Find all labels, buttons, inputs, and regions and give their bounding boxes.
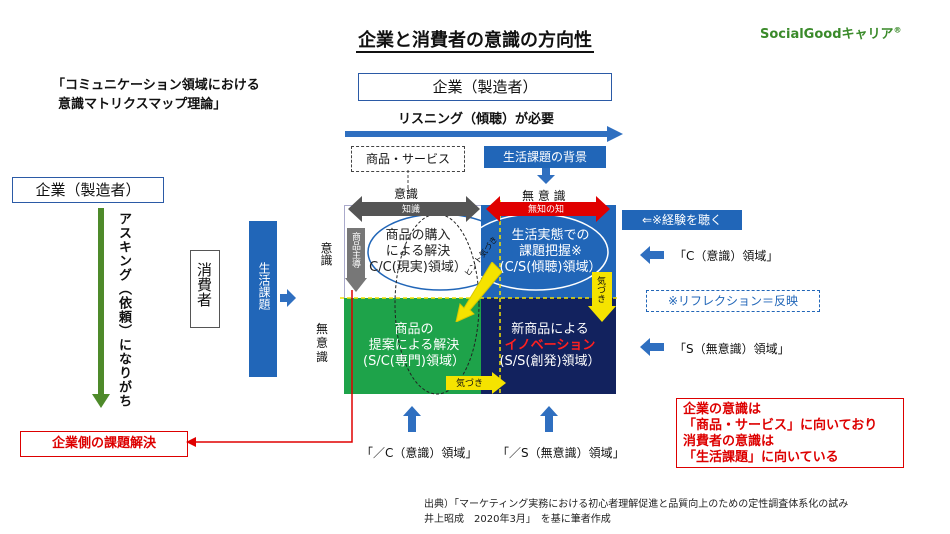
source-citation: 出典）「マーケティング実務における初心者理解促進と品質向上のための定性調査体系化… <box>424 499 849 525</box>
listen-experience-box: ⇐※経験を聴く <box>622 210 742 230</box>
unknown-arrow <box>486 196 610 222</box>
consumer-label: 消費者 <box>195 262 213 307</box>
reflection-box: ※リフレクション＝反映 <box>646 290 820 312</box>
conclusion-note: 企業の意識は 「商品・サービス」に向いており 消費者の意識は 「生活課題」に向い… <box>676 398 904 468</box>
row-conscious-label: 意識 <box>319 242 333 266</box>
product-led-arrow <box>345 228 367 292</box>
goods-dashed-line <box>407 170 409 194</box>
company-left-box: 企業（製造者） <box>12 177 164 203</box>
knowledge-arrow <box>348 196 480 222</box>
conscious-header: 意識 <box>394 187 419 201</box>
bottom-c-arrow <box>403 406 421 432</box>
asking-label: アスキング（依頼）になりがち <box>116 212 131 408</box>
goods-services-box: 商品・サービス <box>351 146 465 172</box>
unconscious-header: 無 意 識 <box>522 189 566 203</box>
bottom-s-label: 「／S（無意識）領域」 <box>497 446 625 460</box>
unknown-label: 無知の知 <box>528 205 565 215</box>
notice-bottom-arrow <box>446 372 506 394</box>
listening-label: リスニング（傾聴）が必要 <box>398 112 555 127</box>
hint-arrow <box>455 262 502 322</box>
company-top-box: 企業（製造者） <box>358 73 612 101</box>
brand-logo: SocialGoodキャリア® <box>760 25 902 42</box>
bottom-c-label: 「／C（意識）領域」 <box>361 446 478 460</box>
right-c-label: 「C（意識）領域」 <box>674 249 779 263</box>
product-led-label: 商品主導 <box>350 232 360 268</box>
page-title: 企業と消費者の意識の方向性 <box>356 30 594 53</box>
quadrant-sc-text: 商品の提案による解決(S/C(専門)領域） <box>363 322 465 369</box>
life-issue-right-arrow <box>280 289 296 307</box>
notice-arrow <box>588 272 616 322</box>
row-unconscious-label: 無意識 <box>316 322 329 364</box>
life-issue-down-arrow <box>537 168 555 184</box>
right-s-arrow <box>640 338 664 356</box>
quadrant-cs-text: 生活実態での課題把握※(C/S(傾聴)領域） <box>499 228 602 275</box>
life-issue-box <box>249 221 277 377</box>
right-s-label: 「S（無意識）領域」 <box>674 342 790 356</box>
quadrant-ss <box>481 298 616 394</box>
notice-bottom-label: 気づき <box>456 379 484 389</box>
asking-arrow <box>92 208 110 408</box>
listening-arrow <box>345 126 623 142</box>
life-issue-background-box: 生活課題の背景 <box>484 146 606 168</box>
company-solution-box: 企業側の課題解決 <box>20 431 188 457</box>
consumer-box <box>190 250 220 328</box>
notice-label: 気づき <box>595 276 605 303</box>
life-issue-label: 生活課題 <box>257 262 271 310</box>
right-c-arrow <box>640 246 664 264</box>
knowledge-label: 知識 <box>402 205 421 215</box>
quadrant-ss-text: 新商品によるイノベーション(S/S(創発)領域） <box>499 322 601 369</box>
theory-caption: 「コミュニケーション領域における 意識マトリクスマップ理論」 <box>52 78 260 112</box>
solution-connector <box>186 290 353 447</box>
bottom-s-arrow <box>540 406 558 432</box>
